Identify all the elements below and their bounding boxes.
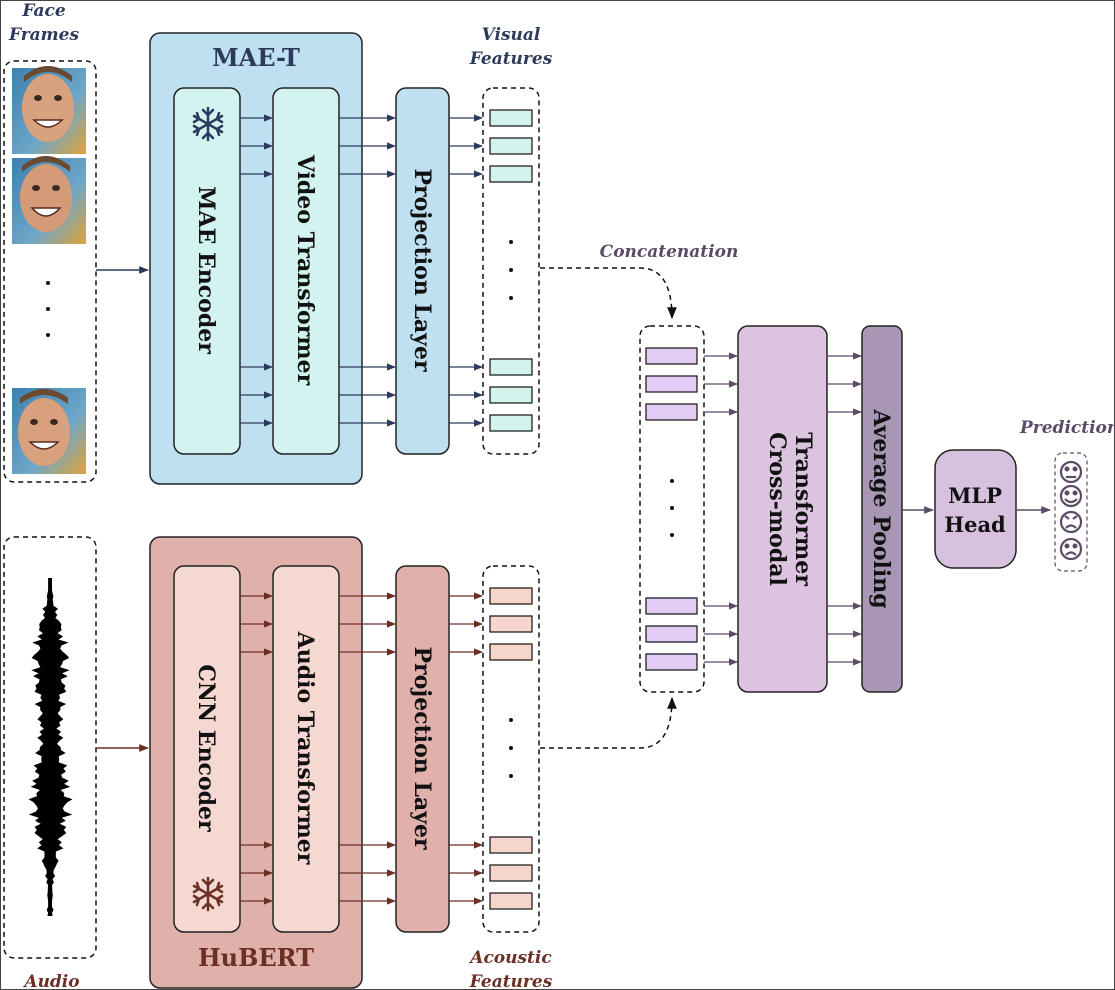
fused-feature-tokens [645,347,698,671]
fused-tokens-ellipsis [670,479,674,537]
cross-modal-label-line1: Cross-modal [764,432,790,586]
video-transformer-label: Video Transformer [292,154,318,386]
fused-feature-token [645,403,698,421]
mae-encoder-label: MAE Encoder [193,186,219,354]
visual-features-label-line2: Features [469,49,553,69]
visual-feature-token [489,137,533,155]
visual-feature-tokens [489,109,533,432]
audio-waveform [28,578,73,916]
face-frames-label-line2: Frames [8,25,80,45]
visual-feature-token [489,109,533,127]
cross-modal-label-line2: Transformer [790,432,816,586]
face-frame-n [12,388,86,474]
acoustic-projection-layer-block [395,565,450,933]
audio-transformer-block [272,565,340,933]
visual-feature-token [489,165,533,183]
acoustic-feature-token [489,864,533,882]
prediction-label: Prediction [1019,418,1115,438]
visual-flow-arrows [240,114,483,427]
audio-transformer-label: Audio Transformer [292,631,318,865]
acoustic-features-ellipsis [509,718,513,778]
face-frame-1 [12,66,86,154]
video-transformer-block [272,87,340,455]
visual-projection-layer-label: Projection Layer [409,168,435,372]
visual-projection-layer-block [395,87,450,455]
visual-concatenation-arrow [540,267,677,320]
visual-features-container [482,87,540,455]
fused-feature-token [645,347,698,365]
face-frame-2 [12,156,86,244]
hubert-title: HuBERT [198,943,314,972]
acoustic-feature-token [489,615,533,633]
happy-face-icon [1059,484,1083,508]
cross-modal-transformer-block [737,325,828,693]
fused-tokens-container [639,325,705,693]
cnn-encoder-label: CNN Encoder [193,664,219,832]
acoustic-feature-token [489,643,533,661]
face-frames-label-line1: Face [21,1,66,21]
angry-face-icon [1059,510,1083,534]
fused-feature-token [645,375,698,393]
acoustic-features-label-line1: Acoustic [468,948,552,968]
mae-encoder-block [173,87,241,455]
acoustic-features-container [482,565,540,933]
face-frames-ellipsis [46,281,50,337]
average-pooling-label: Average Pooling [868,408,894,608]
acoustic-feature-token [489,587,533,605]
audio-label: Audio [22,972,79,990]
mlp-head-label-line1: MLP [948,483,1002,508]
fused-feature-token [645,625,698,643]
prediction-container [1054,452,1088,572]
fused-feature-token [645,653,698,671]
concatenation-label: Concatenation [600,242,739,262]
mlp-head-label-line2: Head [944,512,1006,537]
acoustic-features-label-line2: Features [469,972,553,990]
acoustic-projection-layer-label: Projection Layer [409,646,435,850]
face-frames-container [3,60,97,483]
acoustic-feature-token [489,892,533,910]
neutral-face-icon [1059,460,1083,484]
visual-feature-token [489,386,533,404]
fusion-flow-arrows [704,352,862,666]
visual-feature-token [489,358,533,376]
sad-face-icon [1059,537,1083,561]
visual-feature-token [489,414,533,432]
audio-flow-arrows [240,592,483,905]
visual-features-ellipsis [509,240,513,300]
cnn-encoder-block [173,565,241,933]
mae-t-title: MAE-T [212,43,300,72]
visual-features-label-line1: Visual [482,25,541,45]
average-pooling-block [861,325,903,693]
fused-feature-token [645,597,698,615]
acoustic-concatenation-arrow [540,696,677,749]
acoustic-feature-token [489,836,533,854]
acoustic-feature-tokens [489,587,533,910]
mlp-head-block [934,449,1017,569]
